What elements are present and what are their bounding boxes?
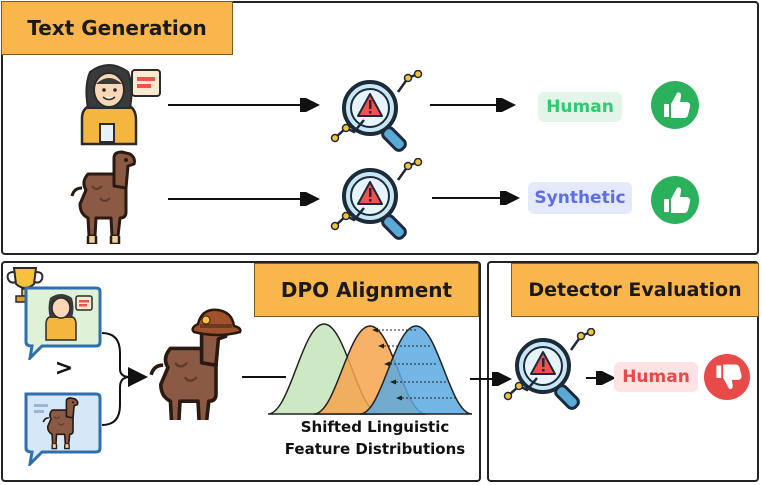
detector-evaluation-title: Detector Evaluation	[511, 263, 759, 317]
distribution-caption-line2: Feature Distributions	[284, 440, 466, 458]
dpo-alignment-title: DPO Alignment	[254, 263, 479, 317]
distribution-curves	[267, 323, 473, 415]
magnifier-alert-icon	[330, 158, 424, 243]
text-generation-title: Text Generation	[1, 1, 233, 55]
synthetic-label: Synthetic	[528, 182, 632, 214]
cowboy-llama-icon	[149, 308, 242, 420]
thumbs-down-icon	[703, 353, 751, 401]
arrow-detector-to-human-eval	[586, 371, 616, 385]
rejected-response-card	[24, 392, 102, 466]
arrow-detector-to-synthetic	[432, 191, 520, 205]
distribution-caption-line1: Shifted Linguistic	[300, 418, 450, 436]
magnifier-alert-icon	[330, 70, 424, 155]
thumbs-up-icon	[651, 81, 699, 129]
person-writing-icon	[80, 64, 161, 146]
arrow-detector-to-human	[430, 98, 516, 112]
arrow-human-to-detector	[168, 98, 320, 112]
arrow-llama-to-distributions	[242, 376, 286, 378]
llama-icon	[70, 150, 136, 244]
thumbs-up-icon	[651, 176, 699, 224]
human-eval-label: Human	[614, 362, 698, 392]
merge-connector	[101, 332, 148, 426]
preference-symbol: >	[54, 356, 74, 381]
human-label: Human	[538, 92, 622, 122]
preferred-response-card	[24, 286, 102, 360]
arrow-distributions-to-detector	[470, 372, 512, 386]
arrow-llama-to-detector	[168, 192, 320, 206]
